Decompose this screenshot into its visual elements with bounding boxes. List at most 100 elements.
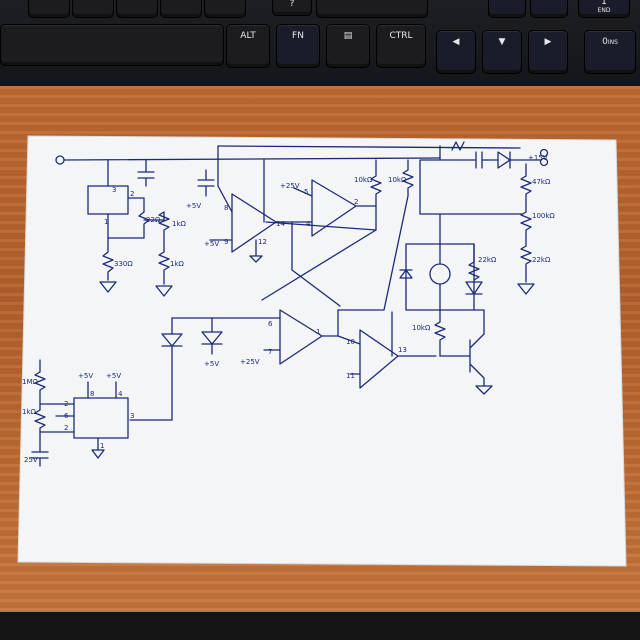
pin-label: 6: [64, 412, 69, 420]
crystal: [451, 141, 465, 151]
keyboard-key-question: ?: [272, 0, 312, 16]
pin-label: 4: [306, 220, 311, 228]
pin-label: 1: [316, 328, 320, 336]
keyboard-key: [488, 0, 526, 18]
resistor-string: [520, 163, 532, 283]
schematic-drawing: [31, 141, 549, 467]
resistor-label: 1MΩ: [22, 378, 38, 386]
pin-label: 2: [64, 400, 68, 408]
keyboard-key: [316, 0, 428, 18]
keyboard-key-down: ▼: [482, 30, 522, 74]
keyboard-key: [28, 0, 70, 18]
resistor-label: 22Ω: [146, 216, 161, 224]
keyboard-key: [160, 0, 202, 18]
pin-label: 12: [258, 238, 267, 246]
voltage-label: +25V: [280, 182, 300, 190]
cross-wire: [291, 221, 341, 307]
resistor-label: 47kΩ: [532, 178, 551, 186]
output-terminal: [539, 148, 549, 158]
pin-label: 11: [346, 372, 355, 380]
resistor-10k: [337, 159, 414, 311]
pin-label: 2: [64, 424, 68, 432]
transistor: [439, 333, 485, 387]
resistor-1m: [34, 359, 46, 441]
pin-label: 14: [276, 220, 285, 228]
diode: [129, 317, 183, 421]
pin-label: 4: [118, 390, 123, 398]
pin-label: 3: [130, 412, 134, 420]
op-amp-4: [359, 329, 399, 389]
op-amp-3: [279, 309, 323, 365]
resistor-label: 1kΩ: [170, 260, 185, 268]
capacitor: [197, 169, 215, 197]
output-terminal: [539, 157, 549, 167]
capacitor: [31, 439, 49, 467]
capacitor: [137, 159, 155, 187]
pin-label: 9: [224, 238, 228, 246]
voltage-label: 25V: [24, 456, 38, 464]
pin-label: 8: [224, 204, 228, 212]
voltage-label: +5V: [204, 240, 219, 248]
op-amp-2: [311, 179, 357, 237]
keyboard-key-alt: ALT: [226, 24, 270, 68]
diode: [399, 269, 413, 279]
top-rail-wire: [63, 157, 441, 161]
pin-label: 2: [354, 198, 358, 206]
voltage-label: +5V: [186, 202, 201, 210]
top-bus-wire: [217, 145, 521, 149]
keyboard-key: [116, 0, 158, 18]
keyboard-key-right: ▶: [528, 30, 568, 74]
resistor-label: 10kΩ: [388, 176, 407, 184]
pin-label: 10: [346, 338, 355, 346]
resistor-label: 1kΩ: [172, 220, 187, 228]
keyboard-key-ctrl: CTRL: [376, 24, 426, 68]
resistor-label: 10kΩ: [412, 324, 431, 332]
pin-label: 2: [130, 190, 134, 198]
diode: [201, 317, 223, 355]
ground-symbol: [155, 285, 173, 297]
keyboard-key-left: ◀: [436, 30, 476, 74]
keyboard-key: [530, 0, 568, 18]
op-amp-1: [231, 193, 277, 253]
keyboard-key: [204, 0, 246, 18]
paper-sheet: [17, 135, 627, 567]
resistor-label: 10kΩ: [354, 176, 373, 184]
pin-label: 1: [100, 442, 104, 450]
ground-symbol: [517, 283, 535, 295]
pin-label: 5: [304, 188, 308, 196]
pin-label: 1: [104, 218, 108, 226]
resistor-330: [102, 243, 114, 281]
keyboard-key: [72, 0, 114, 18]
pin-label: 8: [90, 390, 94, 398]
ground-symbol: [249, 239, 263, 263]
keyboard-spacebar: [0, 24, 224, 66]
pin-label: 6: [268, 320, 273, 328]
resistor-label: 330Ω: [114, 260, 133, 268]
capacitor: [439, 151, 499, 169]
ground-symbol: [475, 385, 493, 395]
resistor-label: 100kΩ: [532, 212, 555, 220]
resistor-10k: [370, 159, 382, 207]
floor-shadow: [0, 612, 640, 640]
pin-label: 7: [268, 348, 272, 356]
pin-label: 13: [398, 346, 407, 354]
resistor-label: 1kΩ: [22, 408, 37, 416]
resistor-label: 22kΩ: [532, 256, 551, 264]
ground-symbol: [91, 437, 105, 459]
diode: [465, 281, 483, 295]
voltage-label: +5V: [106, 372, 121, 380]
voltage-label: +5V: [204, 360, 219, 368]
schematic-labels: 3 2 1 330Ω 22Ω 1kΩ 1kΩ +5V +5V 8 9 14 12…: [22, 154, 555, 464]
resistor-10k: [434, 309, 446, 357]
keyboard-key-0: 0INS: [584, 30, 636, 74]
resistor-22k: [468, 243, 480, 281]
pin-label: 3: [112, 186, 116, 194]
voltage-label: +5V: [78, 372, 93, 380]
timer-chip: [73, 397, 129, 439]
voltage-label: +15V: [528, 154, 548, 162]
ground-symbol: [99, 281, 117, 293]
cross-wire: [261, 229, 377, 301]
